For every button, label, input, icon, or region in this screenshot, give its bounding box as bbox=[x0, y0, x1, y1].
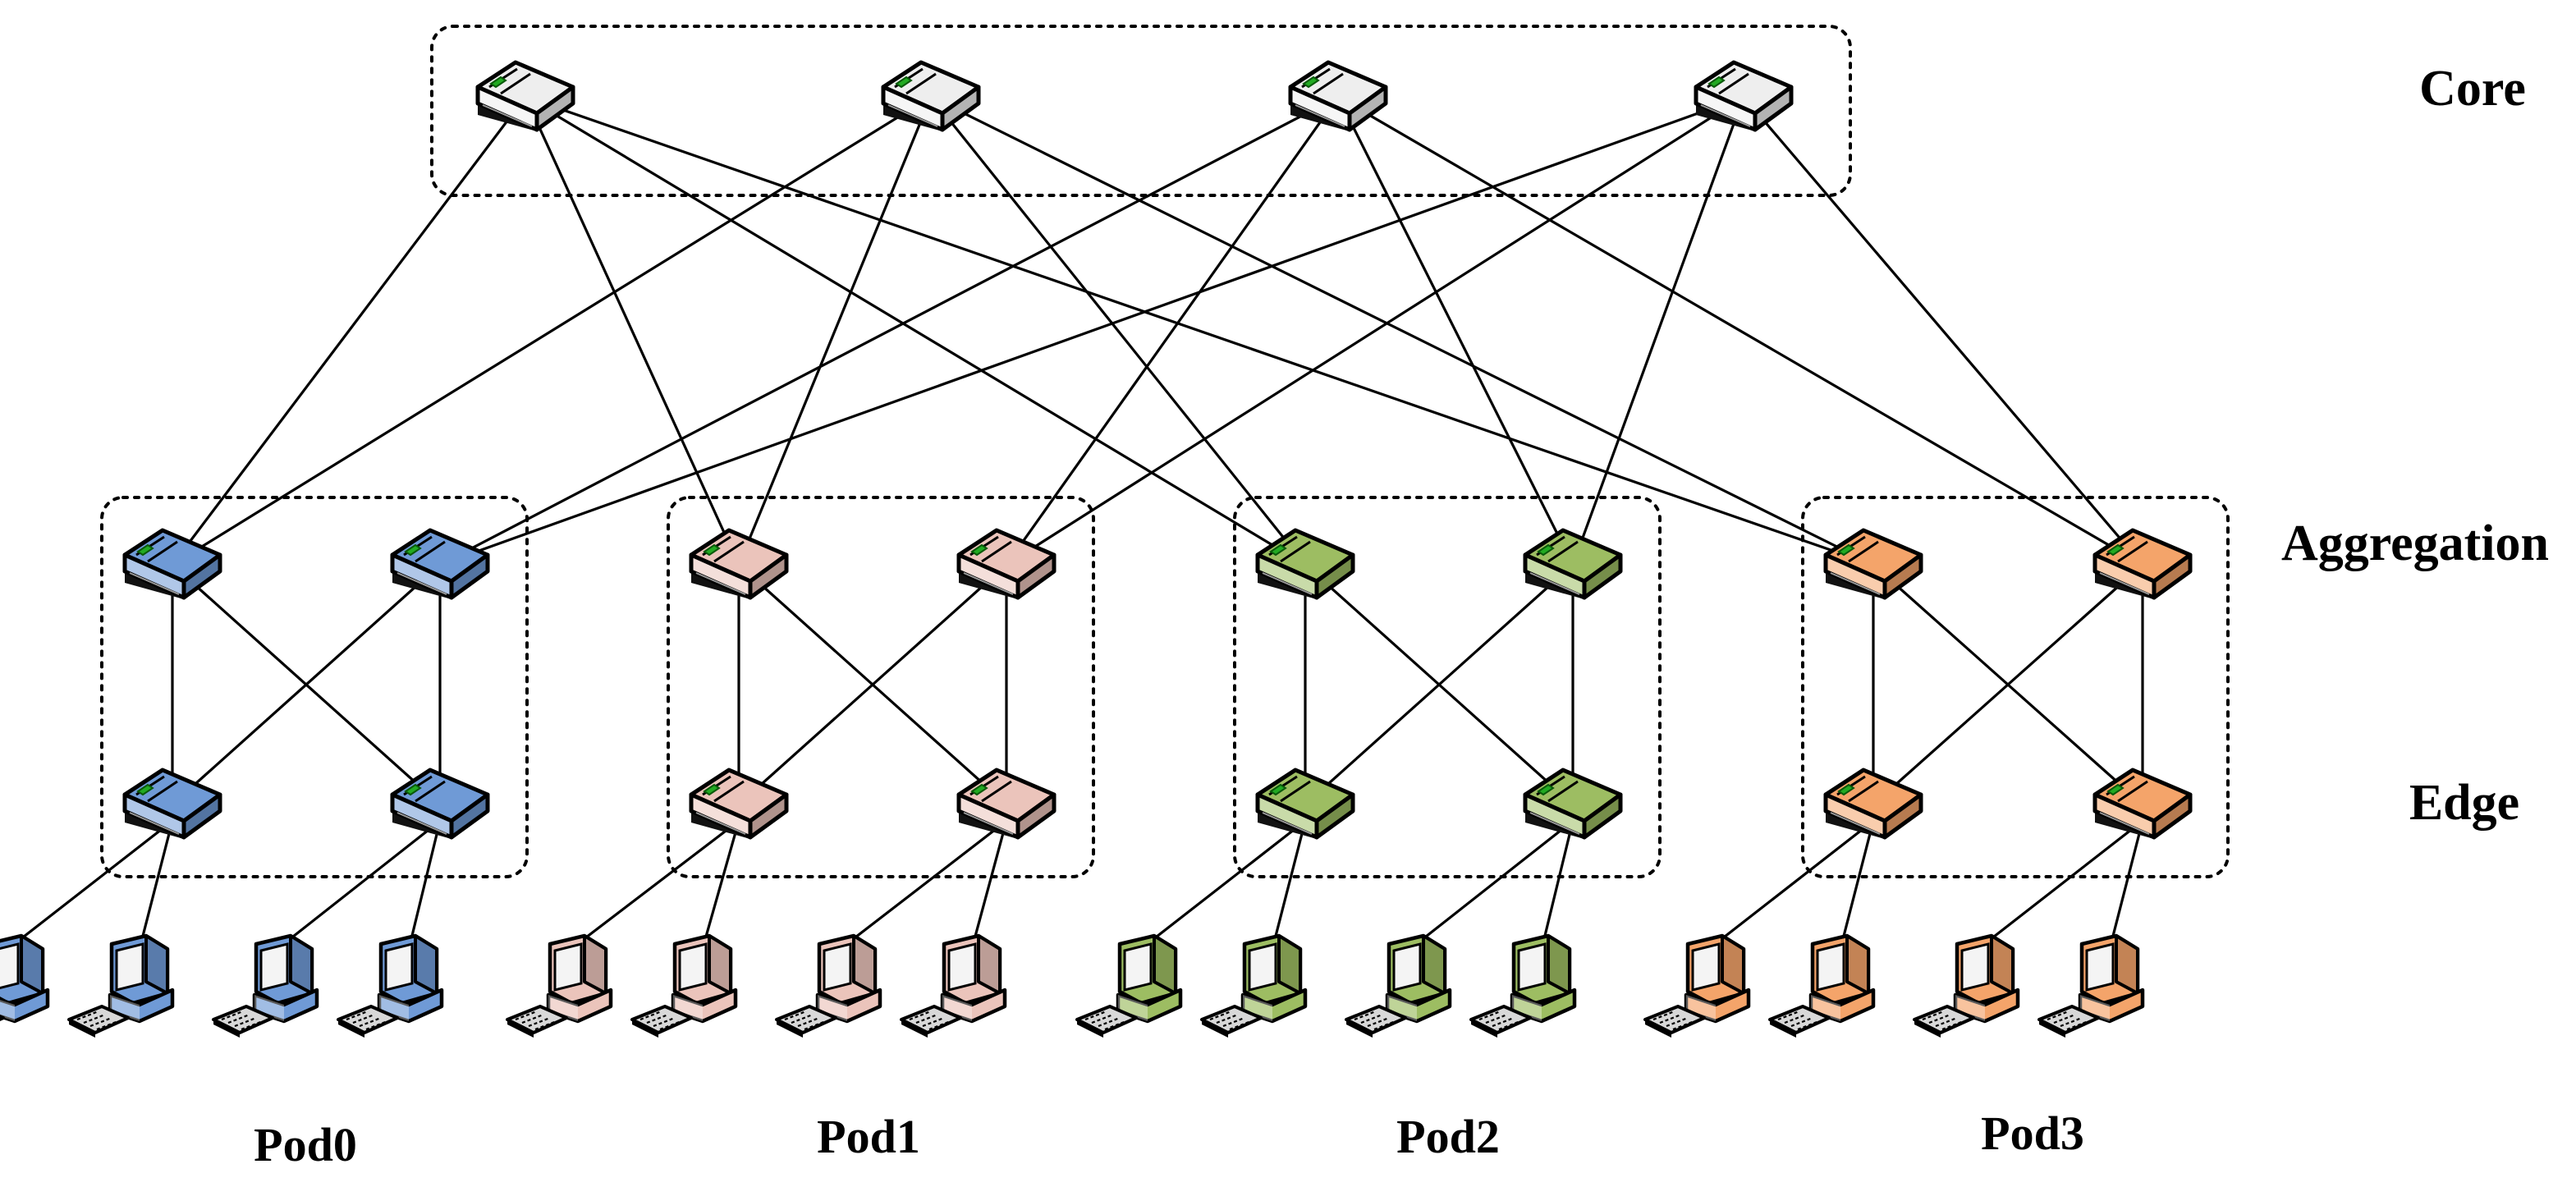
link-core3-pod2-agg1 bbox=[1571, 96, 1745, 566]
pod1-host-0-computer-icon bbox=[506, 933, 613, 1038]
link-core0-pod0-agg0 bbox=[171, 96, 527, 566]
pod0-host-3-computer-icon bbox=[337, 933, 444, 1038]
pod2-group-outline bbox=[1233, 496, 1662, 878]
core-switch-1-icon bbox=[881, 60, 981, 132]
link-pod1-edge0-host0 bbox=[579, 819, 740, 944]
pod3-host-1-computer-icon bbox=[1768, 933, 1876, 1038]
pod1-group-outline bbox=[667, 496, 1095, 878]
layer-label-aggregation: Aggregation bbox=[2281, 516, 2549, 571]
pod1-aggregation-switch-1-icon bbox=[956, 528, 1057, 600]
link-pod3-edge0-host1 bbox=[1840, 820, 1875, 943]
link-pod1-edge1-host2 bbox=[848, 819, 1007, 944]
pod2-edge-switch-0-icon bbox=[1255, 768, 1355, 840]
link-pod2-agg1-edge0 bbox=[1304, 563, 1574, 806]
switches-layer bbox=[122, 60, 2193, 840]
link-core1-pod2-agg0 bbox=[929, 96, 1307, 566]
pod0-aggregation-switch-0-icon bbox=[122, 528, 222, 600]
pod2-host-0-computer-icon bbox=[1075, 933, 1183, 1038]
pod3-host-0-computer-icon bbox=[1643, 933, 1751, 1038]
link-core2-pod1-agg1 bbox=[1005, 96, 1340, 566]
link-pod3-agg1-edge0 bbox=[1872, 563, 2144, 806]
hosts-layer bbox=[0, 933, 2145, 1038]
pod-label-2: Pod2 bbox=[1396, 1110, 1500, 1163]
link-pod0-edge1-host2 bbox=[285, 819, 441, 944]
pod3-aggregation-switch-0-icon bbox=[1823, 528, 1923, 600]
core-switch-3-icon bbox=[1694, 60, 1794, 132]
link-pod2-edge0-host0 bbox=[1148, 819, 1306, 944]
pod3-host-3-computer-icon bbox=[2037, 933, 2145, 1038]
core-switch-0-icon bbox=[475, 60, 575, 132]
link-core1-pod3-agg0 bbox=[930, 95, 1874, 566]
link-core1-pod0-agg0 bbox=[172, 95, 932, 566]
link-pod1-edge0-host1 bbox=[703, 820, 740, 943]
pod2-aggregation-switch-1-icon bbox=[1523, 528, 1623, 600]
pod-label-1: Pod1 bbox=[817, 1110, 920, 1163]
pod-label-0: Pod0 bbox=[254, 1118, 357, 1171]
pod2-host-1-computer-icon bbox=[1200, 933, 1308, 1038]
pod1-edge-switch-0-icon bbox=[689, 768, 789, 840]
link-pod3-edge1-host2 bbox=[1986, 819, 2143, 944]
pod1-edge-switch-1-icon bbox=[956, 768, 1057, 840]
link-pod3-edge1-host3 bbox=[2110, 820, 2144, 943]
link-pod1-agg1-edge0 bbox=[737, 563, 1008, 806]
pod3-group-outline bbox=[1801, 496, 2230, 878]
link-core2-pod0-agg1 bbox=[439, 95, 1339, 566]
core-group-outline bbox=[430, 25, 1852, 197]
link-core0-pod3-agg0 bbox=[525, 95, 1874, 566]
pod2-host-3-computer-icon bbox=[1469, 933, 1577, 1038]
pod1-aggregation-switch-0-icon bbox=[689, 528, 789, 600]
pod3-aggregation-switch-1-icon bbox=[2092, 528, 2193, 600]
link-pod2-edge1-host2 bbox=[1418, 819, 1574, 944]
link-pod0-agg1-edge0 bbox=[171, 563, 442, 806]
core-switch-2-icon bbox=[1288, 60, 1388, 132]
pod1-host-3-computer-icon bbox=[900, 933, 1007, 1038]
layer-label-core: Core bbox=[2419, 61, 2526, 117]
pod1-host-2-computer-icon bbox=[775, 933, 882, 1038]
pod0-host-2-computer-icon bbox=[212, 933, 319, 1038]
link-core0-pod2-agg0 bbox=[525, 95, 1306, 566]
pod0-host-1-computer-icon bbox=[67, 933, 175, 1038]
pod0-group-outline bbox=[100, 496, 529, 878]
pod3-edge-switch-0-icon bbox=[1823, 768, 1923, 840]
pod0-edge-switch-0-icon bbox=[122, 768, 222, 840]
layer-label-edge: Edge bbox=[2409, 775, 2519, 831]
pod1-host-1-computer-icon bbox=[630, 933, 738, 1038]
link-pod0-edge0-host1 bbox=[140, 820, 174, 943]
link-core1-pod1-agg0 bbox=[737, 96, 933, 566]
pod-label-3: Pod3 bbox=[1981, 1107, 2084, 1160]
link-core3-pod3-agg1 bbox=[1742, 95, 2144, 566]
pod2-edge-switch-1-icon bbox=[1523, 768, 1623, 840]
pod3-edge-switch-1-icon bbox=[2092, 768, 2193, 840]
link-core2-pod3-agg1 bbox=[1337, 95, 2143, 566]
pod0-aggregation-switch-1-icon bbox=[390, 528, 490, 600]
link-pod2-edge1-host3 bbox=[1542, 820, 1574, 943]
pod2-host-2-computer-icon bbox=[1345, 933, 1452, 1038]
pod2-aggregation-switch-0-icon bbox=[1255, 528, 1355, 600]
link-core0-pod1-agg0 bbox=[524, 96, 740, 566]
link-pod1-edge1-host3 bbox=[972, 820, 1008, 943]
links-layer bbox=[16, 95, 2144, 944]
link-pod2-edge0-host1 bbox=[1272, 820, 1307, 943]
link-pod0-edge1-host3 bbox=[409, 820, 442, 943]
link-core3-pod0-agg1 bbox=[439, 95, 1744, 566]
pod0-edge-switch-1-icon bbox=[390, 768, 490, 840]
pod3-host-2-computer-icon bbox=[1913, 933, 2020, 1038]
link-pod3-edge0-host0 bbox=[1717, 819, 1874, 944]
link-core3-pod1-agg1 bbox=[1006, 95, 1744, 566]
pod0-host-0-computer-icon bbox=[0, 933, 50, 1024]
link-pod0-edge0-host0 bbox=[16, 819, 173, 944]
link-core2-pod2-agg1 bbox=[1336, 96, 1574, 566]
